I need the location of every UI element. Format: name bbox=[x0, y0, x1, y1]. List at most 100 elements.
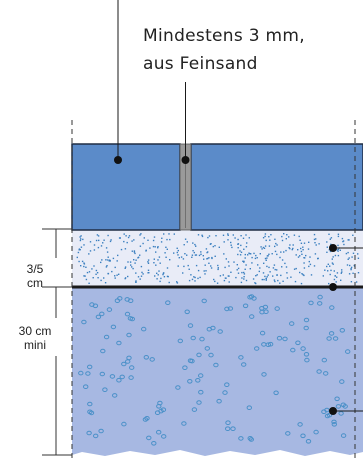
sand-grain bbox=[193, 276, 195, 278]
sand-grain bbox=[264, 245, 267, 247]
sand-grain bbox=[112, 257, 115, 260]
gravel-stone bbox=[242, 303, 249, 309]
gravel-stone bbox=[338, 411, 344, 416]
gravel-stone bbox=[261, 372, 267, 377]
gravel-stone bbox=[116, 377, 122, 383]
sand-grain bbox=[326, 265, 328, 268]
sand-grain bbox=[337, 250, 339, 252]
sand-grain bbox=[289, 244, 291, 246]
sand-grain bbox=[264, 235, 266, 238]
sand-grain bbox=[265, 277, 267, 280]
sand-grain bbox=[191, 278, 194, 281]
sand-grain bbox=[260, 246, 262, 248]
sand-grain bbox=[213, 278, 215, 281]
sand-grain bbox=[227, 239, 229, 241]
sand-grain bbox=[153, 258, 155, 260]
gravel-stone bbox=[217, 329, 223, 334]
sand-grain bbox=[135, 280, 137, 282]
gravel-stone bbox=[308, 300, 314, 306]
sand-grain bbox=[240, 235, 242, 237]
sand-grain bbox=[246, 242, 248, 244]
gravel-particles bbox=[78, 294, 351, 446]
gravel-stone bbox=[316, 369, 322, 374]
sand-grain bbox=[176, 281, 178, 283]
joint-callout-line1: Mindestens 3 mm, bbox=[143, 26, 305, 46]
sand-grain bbox=[100, 279, 102, 282]
sand-grain bbox=[163, 276, 166, 278]
sand-grain bbox=[299, 271, 301, 274]
sand-grain bbox=[134, 252, 136, 255]
gravel-stone bbox=[204, 346, 211, 351]
sand-grain bbox=[131, 266, 133, 268]
sand-grain bbox=[245, 246, 248, 248]
sand-grain bbox=[304, 257, 306, 259]
sand-grain bbox=[91, 268, 93, 270]
sand-grain bbox=[210, 265, 212, 267]
gravel-stone bbox=[339, 328, 345, 333]
sand-grain bbox=[239, 250, 241, 252]
sand-grain bbox=[109, 260, 111, 262]
sand-grain bbox=[273, 279, 276, 281]
sand-grain bbox=[259, 253, 261, 255]
sand-grain bbox=[204, 273, 206, 275]
bedding-thickness-label: 3/5 cm bbox=[18, 262, 52, 290]
gravel-stone bbox=[332, 336, 339, 341]
paving-stone-right bbox=[190, 143, 363, 231]
sand-grain bbox=[182, 258, 185, 260]
gravel-stone bbox=[196, 400, 202, 405]
sand-grain bbox=[313, 238, 316, 241]
gravel-stone bbox=[225, 420, 231, 426]
sand-grain bbox=[347, 258, 349, 260]
sand-grain bbox=[285, 238, 287, 240]
sand-grain bbox=[285, 249, 287, 252]
gravel-stone bbox=[198, 389, 204, 395]
sand-grain bbox=[169, 238, 171, 241]
sand-grain bbox=[80, 235, 82, 237]
sand-grain bbox=[131, 240, 133, 242]
gravel-stone bbox=[290, 347, 296, 353]
sand-grain bbox=[307, 248, 310, 250]
gravel-stone bbox=[81, 319, 87, 325]
sand-grain bbox=[88, 282, 90, 284]
sand-grain bbox=[262, 246, 265, 249]
sand-grain bbox=[97, 235, 100, 237]
sand-grain bbox=[298, 235, 300, 238]
sand-grain bbox=[339, 249, 341, 251]
sand-grain bbox=[254, 257, 257, 260]
sand-grain bbox=[139, 234, 141, 236]
sand-grain bbox=[300, 250, 303, 253]
sand-grain bbox=[346, 264, 349, 266]
gravel-stone bbox=[189, 358, 195, 364]
sand-grain bbox=[292, 247, 294, 250]
sand-grain bbox=[107, 259, 109, 261]
gravel-stone bbox=[103, 334, 110, 340]
sand-grain bbox=[251, 256, 253, 259]
sand-grain bbox=[352, 272, 354, 274]
leader-dot-boundary bbox=[329, 283, 337, 291]
sand-grain bbox=[222, 234, 225, 236]
sand-grain bbox=[292, 244, 294, 246]
gravel-stone bbox=[146, 435, 152, 441]
sand-grain bbox=[98, 239, 100, 242]
sand-grain bbox=[256, 257, 258, 259]
gravel-stone bbox=[144, 416, 150, 421]
sand-grain bbox=[103, 277, 105, 279]
sand-grain bbox=[157, 247, 159, 249]
sand-grain bbox=[341, 237, 344, 240]
sand-grain bbox=[203, 270, 205, 272]
gravel-stone bbox=[187, 323, 194, 328]
sand-grain bbox=[116, 260, 118, 262]
sand-grain bbox=[133, 250, 136, 252]
sand-grain bbox=[117, 254, 119, 257]
sand-grain bbox=[337, 254, 340, 257]
sand-grain bbox=[302, 249, 304, 251]
gravel-stone bbox=[190, 335, 196, 341]
gravel-stone bbox=[124, 311, 131, 317]
sand-grain bbox=[263, 262, 265, 264]
sand-grain bbox=[248, 237, 250, 239]
sand-grain bbox=[297, 249, 299, 251]
sand-grain bbox=[318, 243, 320, 245]
sand-grain bbox=[263, 247, 266, 249]
sand-grain bbox=[201, 235, 204, 238]
sand-grain bbox=[351, 256, 353, 258]
